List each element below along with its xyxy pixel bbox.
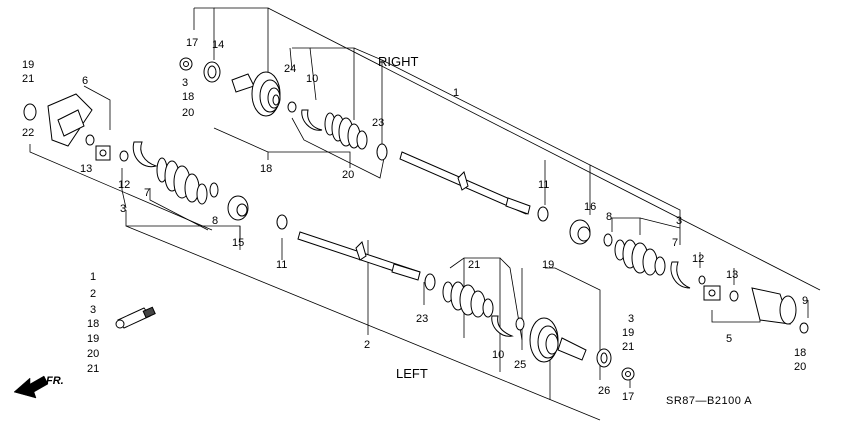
callout-5: 5	[726, 333, 732, 345]
ring-13-right	[729, 290, 739, 302]
callout-13-right: 13	[726, 269, 738, 281]
boot-right	[324, 112, 368, 150]
callout-7-right: 7	[672, 237, 678, 249]
callout-1-top: 1	[453, 87, 459, 99]
front-direction-arrow-icon	[13, 375, 49, 399]
shaft-left	[297, 231, 421, 281]
callout-21-left: 21	[22, 73, 34, 85]
callout-7-left: 7	[144, 187, 150, 199]
callout-6: 6	[82, 75, 88, 87]
callout-labels: 1 2 3 3 3 5 6 7 7 8 8 9 10 10 11 11 12 1…	[22, 37, 808, 403]
kit-item: 18	[87, 318, 99, 330]
leader-lines	[29, 7, 821, 421]
ring-25	[515, 317, 525, 331]
callout-3-top: 3	[182, 77, 188, 89]
callout-21-bottom: 21	[622, 341, 634, 353]
kit-item: 21	[87, 363, 99, 375]
inner-boot-right	[614, 239, 666, 276]
callout-16: 16	[584, 201, 596, 213]
callout-15: 15	[232, 237, 244, 249]
callout-26: 26	[598, 385, 610, 397]
callout-22: 22	[22, 127, 34, 139]
dynamic-damper-left	[227, 195, 249, 221]
right-shaft-assembly	[179, 57, 809, 334]
boot-band-7-left	[132, 141, 158, 168]
kit-item: 19	[87, 333, 99, 345]
callout-3-right: 3	[676, 215, 682, 227]
ring-8-right	[603, 233, 613, 247]
callout-11-left: 11	[276, 259, 287, 271]
callout-8-right: 8	[606, 211, 612, 223]
inner-boot-left	[156, 157, 208, 205]
inboard-joint-right	[751, 287, 797, 325]
label-right: RIGHT	[378, 54, 419, 69]
callout-18-right: 18	[794, 347, 806, 359]
boot-band-10-left	[491, 315, 514, 337]
callout-9: 9	[802, 295, 808, 307]
callout-3-bottom: 3	[628, 313, 634, 325]
left-shaft-assembly	[23, 93, 635, 381]
callout-13-left: 13	[80, 163, 92, 175]
callout-23-bottom: 23	[416, 313, 428, 325]
kit-item: 1	[90, 271, 96, 283]
callout-12-right: 12	[692, 253, 704, 265]
callout-17-bottom: 17	[622, 391, 634, 403]
callout-25: 25	[514, 359, 526, 371]
ring-13-left	[85, 134, 95, 146]
callout-3-left: 3	[120, 203, 126, 215]
callout-11-top: 11	[538, 179, 549, 191]
shaft-right	[399, 151, 531, 215]
kit-item: 3	[90, 304, 96, 316]
callout-14: 14	[212, 39, 224, 51]
callout-23-top: 23	[372, 117, 384, 129]
clip-11-left	[276, 214, 288, 230]
grease-tube-icon	[115, 306, 156, 329]
ring-8-left	[209, 182, 219, 198]
callout-2: 2	[364, 339, 370, 351]
outer-cv-joint-left	[529, 317, 587, 363]
callout-20-top: 20	[182, 107, 194, 119]
callout-10-bottom: 10	[492, 349, 504, 361]
callout-20-right: 20	[794, 361, 806, 373]
callout-19-mid: 19	[622, 327, 634, 339]
callout-17-top: 17	[186, 37, 198, 49]
kit-item: 2	[90, 288, 96, 300]
ring-19-left	[23, 103, 37, 121]
ring-18-right	[799, 322, 809, 334]
callout-10-top: 10	[306, 73, 318, 85]
band-clamp-right	[376, 143, 388, 161]
label-left: LEFT	[396, 366, 428, 381]
kit-item: 20	[87, 348, 99, 360]
outer-cv-joint-right	[231, 71, 281, 117]
callout-18-top: 18	[182, 91, 194, 103]
callout-24: 24	[284, 63, 296, 75]
callout-20-mid: 20	[342, 169, 354, 181]
ring-12-right	[698, 275, 706, 285]
callout-8-left: 8	[212, 215, 218, 227]
callout-19-left: 19	[22, 59, 34, 71]
callout-19-bottom: 19	[542, 259, 554, 271]
spindle-nut-left	[621, 367, 635, 381]
outer-boot-left	[442, 281, 494, 318]
spider-right	[703, 285, 721, 301]
ring-12-left	[119, 150, 129, 162]
seal-26	[596, 348, 612, 368]
clip-ring-24	[287, 101, 297, 113]
grease-kit-list: 1 2 3 18 19 20 21	[87, 271, 99, 375]
callout-12-left: 12	[118, 179, 130, 191]
seal-right	[203, 61, 221, 83]
diagram-code: SR87—B2100 A	[666, 395, 752, 407]
spider-left	[95, 145, 111, 161]
inboard-joint-left	[47, 93, 93, 147]
boot-band-right	[301, 109, 323, 131]
dynamic-damper	[569, 219, 591, 245]
spindle-nut-right	[179, 57, 193, 71]
boot-band-7-right	[670, 261, 691, 289]
callout-18-mid: 18	[260, 163, 272, 175]
callout-21-mid: 21	[468, 259, 480, 271]
front-label: FR.	[46, 375, 64, 387]
band-clamp-left	[424, 273, 436, 291]
clip-11-top	[537, 206, 549, 222]
